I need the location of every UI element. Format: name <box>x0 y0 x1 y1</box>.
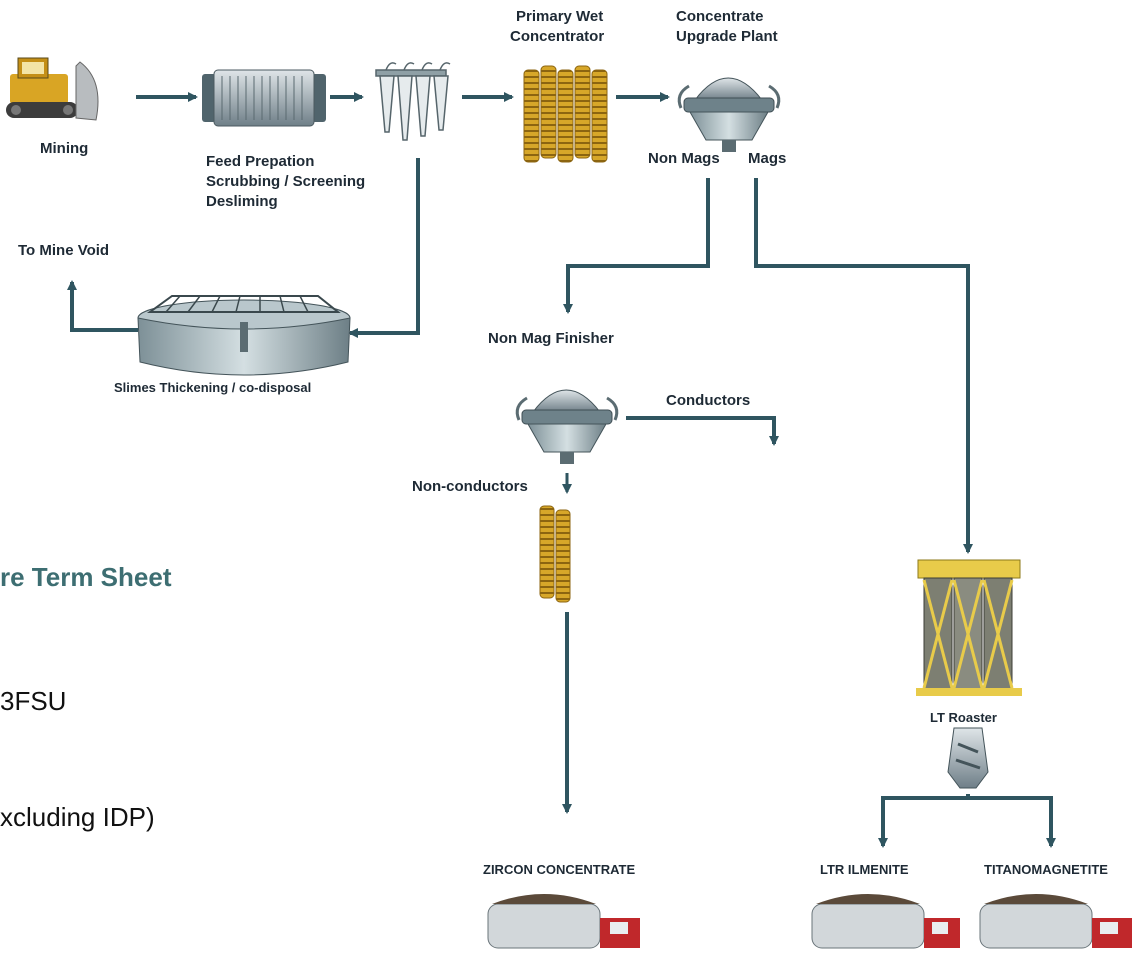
label-slimes-thickening: Slimes Thickening / co-disposal <box>114 380 312 395</box>
arrow-nonmags-to-finisher <box>563 178 710 314</box>
truck-titanomagnetite-icon <box>979 894 1132 949</box>
label-titanomagnetite: TITANOMAGNETITE <box>984 862 1108 877</box>
flow-lines <box>67 92 1056 848</box>
label-non-conductors: Non-conductors <box>412 478 528 495</box>
thickener-tank-icon <box>137 295 351 376</box>
label-concentrator: Concentrator <box>510 28 605 45</box>
label-zircon-concentrate: ZIRCON CONCENTRATE <box>483 862 636 877</box>
label-mags: Mags <box>748 150 787 167</box>
truck-zircon-icon <box>487 894 640 949</box>
label-non-mags: Non Mags <box>648 150 720 167</box>
label-scrubbing-screening: Scrubbing / Screening <box>206 173 366 190</box>
slide-text-fragment-1: 3FSU <box>0 686 67 716</box>
primary-spirals-icon <box>523 65 608 163</box>
finisher-spirals-icon <box>539 505 571 603</box>
arrow-cyclones-to-slimes <box>348 158 420 338</box>
hopper-icon <box>947 727 989 789</box>
arrow-conductors <box>626 416 779 446</box>
label-upgrade-plant: Upgrade Plant <box>676 28 778 45</box>
arrow-to-titanomagnetite <box>968 796 1056 848</box>
hydrocyclones-icon <box>375 62 451 141</box>
arrow-to-ltr-ilmenite <box>878 796 968 848</box>
bulldozer-icon <box>6 57 99 121</box>
label-conductors: Conductors <box>666 392 751 409</box>
scrubber-drum-icon <box>202 69 326 127</box>
label-concentrate: Concentrate <box>676 8 764 25</box>
label-feed-preparation: Feed Prepation <box>206 153 315 170</box>
roaster-icon <box>916 559 1022 696</box>
label-to-mine-void: To Mine Void <box>18 242 110 259</box>
slide-heading-fragment: re Term Sheet <box>0 562 172 592</box>
arrow-slimes-to-minevoid <box>67 280 138 332</box>
label-ltr-ilmenite: LTR ILMENITE <box>820 862 909 877</box>
label-lt-roaster: LT Roaster <box>930 710 997 725</box>
slide-text-fragment-2: xcluding IDP) <box>0 802 155 832</box>
truck-ltr-ilmenite-icon <box>811 894 960 949</box>
label-primary-wet: Primary Wet <box>516 8 604 25</box>
cup-separator-icon <box>677 77 781 152</box>
finisher-separator-icon <box>515 389 619 464</box>
label-non-mag-finisher: Non Mag Finisher <box>488 330 614 347</box>
label-desliming: Desliming <box>206 193 278 210</box>
label-mining: Mining <box>40 140 89 157</box>
arrow-mags-to-roaster <box>754 178 973 554</box>
